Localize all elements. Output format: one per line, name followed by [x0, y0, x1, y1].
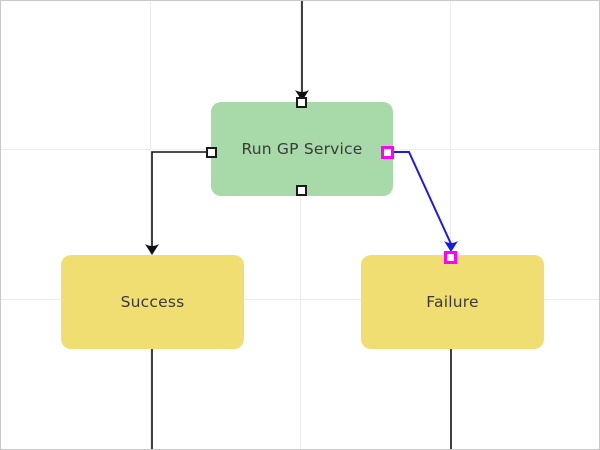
- edge-run-gp-service-to-success[interactable]: [151, 151, 206, 249]
- node-label-run-gp-service: Run GP Service: [241, 140, 363, 158]
- node-run-gp-service[interactable]: Run GP Service: [211, 102, 393, 196]
- node-run-gp-service-port-left[interactable]: [206, 147, 217, 158]
- node-success[interactable]: Success: [61, 255, 244, 349]
- node-run-gp-service-port-bottom[interactable]: [296, 185, 307, 196]
- node-label-failure: Failure: [426, 293, 479, 311]
- node-label-success: Success: [120, 293, 185, 311]
- edge-run-gp-service-to-success-arrowhead: [145, 244, 159, 255]
- node-failure-port-top[interactable]: [444, 251, 457, 264]
- node-run-gp-service-port-top[interactable]: [296, 97, 307, 108]
- node-failure[interactable]: Failure: [361, 255, 544, 349]
- edge-run-gp-service-to-failure[interactable]: [394, 151, 452, 245]
- node-run-gp-service-port-right[interactable]: [381, 146, 394, 159]
